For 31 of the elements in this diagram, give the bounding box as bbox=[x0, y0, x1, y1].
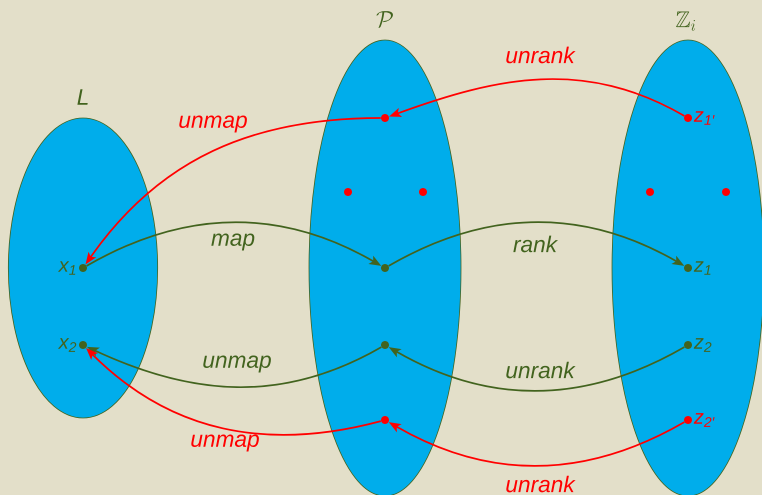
point bbox=[381, 264, 389, 272]
labeled-point: x$_{1}$ bbox=[58, 261, 87, 275]
point bbox=[419, 188, 427, 196]
node-label: x$_{2}$ bbox=[58, 338, 76, 352]
edge-label: unmap bbox=[203, 356, 271, 372]
labeled-point: x$_{2}$ bbox=[58, 338, 87, 352]
node-label: $\mathcal{P}$ bbox=[376, 11, 393, 28]
node-label: z$_{2′}$ bbox=[694, 413, 715, 427]
point bbox=[381, 114, 389, 122]
edge-label: map bbox=[211, 234, 254, 250]
edge-label: unrank bbox=[506, 362, 576, 378]
edge-label: unrank bbox=[506, 46, 576, 64]
edge-label: unmap bbox=[191, 434, 259, 452]
node-label: L bbox=[77, 89, 88, 105]
edge-label: unrank bbox=[506, 476, 576, 492]
edge-label: unmap bbox=[179, 116, 247, 132]
node-label: $\mathbb{Z}_i$ bbox=[676, 12, 696, 31]
point bbox=[344, 188, 352, 196]
labeled-point: z$_{2′}$ bbox=[684, 413, 715, 427]
point bbox=[381, 341, 389, 349]
labeled-point: z$_{2}$ bbox=[684, 338, 712, 352]
edge-label: rank bbox=[513, 236, 558, 252]
point bbox=[381, 416, 389, 424]
point bbox=[646, 188, 654, 196]
node-label: x$_{1}$ bbox=[58, 261, 76, 275]
node-label: z$_{1}$ bbox=[694, 261, 710, 275]
point bbox=[722, 188, 730, 196]
labeled-point: z$_{1}$ bbox=[684, 261, 710, 275]
node-label: z$_{2}$ bbox=[694, 338, 712, 352]
labeled-point: z$_{1′}$ bbox=[684, 111, 715, 125]
node-label: z$_{1′}$ bbox=[694, 111, 715, 125]
